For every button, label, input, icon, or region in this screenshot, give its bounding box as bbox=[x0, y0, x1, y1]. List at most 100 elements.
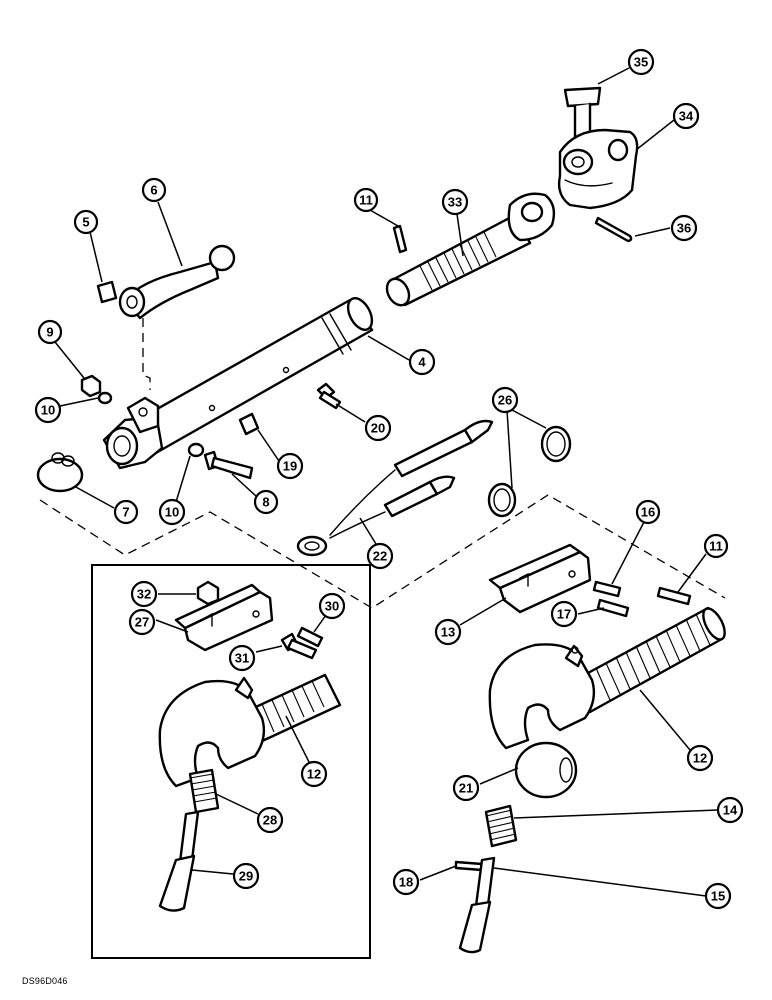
roll-pin-16 bbox=[592, 580, 622, 598]
callout-20: 20 bbox=[364, 414, 392, 442]
spring-28 bbox=[188, 768, 220, 814]
svg-text:32: 32 bbox=[137, 587, 151, 602]
svg-text:9: 9 bbox=[46, 325, 53, 340]
snap-ring-7 bbox=[36, 452, 84, 493]
nut-9 bbox=[80, 374, 102, 398]
svg-text:10: 10 bbox=[41, 403, 55, 418]
callout-13: 13 bbox=[434, 618, 462, 646]
release-rod-29 bbox=[158, 810, 200, 912]
svg-text:15: 15 bbox=[711, 889, 725, 904]
svg-text:22: 22 bbox=[373, 549, 387, 564]
ball-21 bbox=[514, 741, 578, 799]
callout-12-right: 12 bbox=[686, 744, 714, 772]
leader-lines bbox=[54, 67, 719, 897]
svg-text:35: 35 bbox=[634, 55, 648, 70]
svg-text:12: 12 bbox=[693, 751, 707, 766]
spring-14 bbox=[484, 804, 518, 848]
callout-10-lower: 10 bbox=[158, 498, 186, 526]
svg-text:10: 10 bbox=[165, 505, 179, 520]
cable-22 bbox=[296, 419, 494, 557]
svg-text:21: 21 bbox=[459, 781, 473, 796]
document-code: DS96D046 bbox=[22, 976, 68, 986]
callout-12-left: 12 bbox=[300, 760, 328, 788]
roll-pin-11-upper bbox=[392, 224, 408, 254]
nut-19 bbox=[238, 412, 260, 436]
roll-pin-17 bbox=[596, 598, 630, 618]
hook-end-12-left bbox=[158, 673, 342, 788]
svg-text:4: 4 bbox=[418, 355, 426, 370]
roll-pin-30 bbox=[296, 626, 324, 648]
dashed-boundary-upper bbox=[39, 494, 726, 609]
callout-11-right: 11 bbox=[703, 533, 729, 559]
svg-text:8: 8 bbox=[262, 495, 269, 510]
callout-35: 35 bbox=[627, 48, 655, 76]
svg-text:11: 11 bbox=[359, 193, 373, 208]
callout-6: 6 bbox=[141, 177, 167, 203]
svg-text:12: 12 bbox=[307, 767, 321, 782]
callout-11-upper: 11 bbox=[353, 187, 379, 213]
hook-end-12-right bbox=[488, 606, 726, 750]
callout-7: 7 bbox=[113, 499, 139, 525]
svg-text:34: 34 bbox=[679, 109, 694, 124]
snap-rings-26 bbox=[487, 425, 572, 518]
roll-pin-11-right bbox=[656, 586, 692, 606]
callout-30: 30 bbox=[318, 592, 346, 620]
svg-text:33: 33 bbox=[448, 195, 462, 210]
callout-4: 4 bbox=[408, 348, 436, 376]
callout-10-left: 10 bbox=[34, 396, 62, 424]
svg-text:17: 17 bbox=[557, 607, 571, 622]
release-rod-15 bbox=[458, 856, 496, 954]
callout-32: 32 bbox=[130, 580, 158, 608]
callout-18: 18 bbox=[392, 868, 420, 896]
svg-text:6: 6 bbox=[150, 183, 157, 198]
svg-text:29: 29 bbox=[239, 869, 253, 884]
clevis-34 bbox=[557, 128, 639, 210]
svg-text:30: 30 bbox=[325, 599, 339, 614]
callout-36: 36 bbox=[670, 214, 698, 242]
callout-22: 22 bbox=[366, 542, 394, 570]
svg-text:5: 5 bbox=[82, 215, 89, 230]
callout-27: 27 bbox=[128, 608, 156, 636]
latch-bracket-27 bbox=[174, 583, 274, 652]
washer-10-left bbox=[97, 391, 113, 405]
grease-fitting-20 bbox=[316, 382, 342, 410]
svg-text:31: 31 bbox=[235, 651, 249, 666]
callout-26: 26 bbox=[491, 386, 519, 414]
callout-16: 16 bbox=[635, 499, 661, 525]
bushing-5 bbox=[96, 280, 118, 304]
callout-9: 9 bbox=[37, 319, 63, 345]
svg-text:7: 7 bbox=[122, 505, 129, 520]
svg-text:27: 27 bbox=[135, 615, 149, 630]
callout-31: 31 bbox=[228, 644, 256, 672]
svg-text:14: 14 bbox=[723, 803, 738, 818]
callout-33: 33 bbox=[441, 188, 469, 216]
top-link-tube-4 bbox=[102, 297, 374, 470]
callout-34: 34 bbox=[672, 102, 700, 130]
svg-text:28: 28 bbox=[263, 813, 277, 828]
callout-17: 17 bbox=[550, 600, 578, 628]
pin-18 bbox=[454, 860, 484, 872]
callout-15: 15 bbox=[704, 882, 732, 910]
svg-text:26: 26 bbox=[498, 393, 512, 408]
svg-text:36: 36 bbox=[677, 221, 691, 236]
dashed-boundary-handle bbox=[142, 318, 151, 390]
threaded-rod-33 bbox=[385, 192, 556, 307]
latch-bracket-13 bbox=[488, 543, 592, 614]
bolt-8 bbox=[203, 450, 254, 480]
bolt-31 bbox=[280, 632, 318, 660]
svg-text:11: 11 bbox=[709, 539, 723, 554]
svg-text:20: 20 bbox=[371, 421, 385, 436]
svg-text:13: 13 bbox=[441, 625, 455, 640]
svg-text:19: 19 bbox=[283, 459, 297, 474]
callout-8: 8 bbox=[253, 489, 279, 515]
callout-28: 28 bbox=[256, 806, 284, 834]
svg-text:18: 18 bbox=[399, 875, 413, 890]
callout-14: 14 bbox=[716, 796, 744, 824]
callout-29: 29 bbox=[232, 862, 260, 890]
callout-19: 19 bbox=[276, 452, 304, 480]
cotter-pin-36 bbox=[594, 216, 633, 243]
handle-6 bbox=[118, 244, 236, 320]
washer-10-lower bbox=[187, 442, 205, 458]
nut-32 bbox=[196, 580, 220, 606]
